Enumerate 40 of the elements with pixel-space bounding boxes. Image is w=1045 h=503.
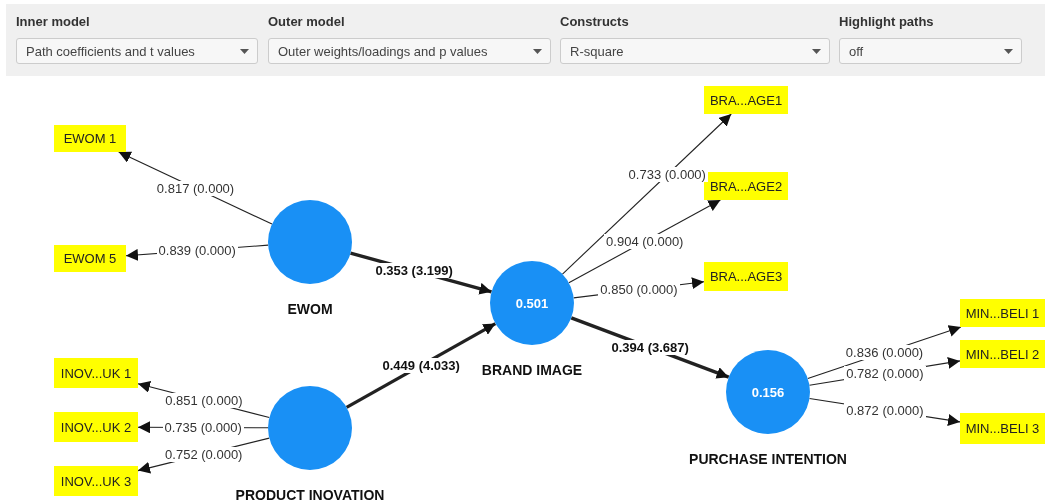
edge-label: 0.850 (0.000) bbox=[598, 282, 680, 298]
edge-label: 0.394 (3.687) bbox=[609, 340, 691, 355]
construct-name: PURCHASE INTENTION bbox=[689, 451, 847, 467]
edge-label: 0.782 (0.000) bbox=[844, 365, 926, 381]
edge-label: 0.904 (0.000) bbox=[604, 233, 686, 249]
dropdown-select: off bbox=[839, 38, 1022, 64]
dropdown-heading: Outer model bbox=[268, 14, 345, 29]
edge-label: 0.733 (0.000) bbox=[626, 167, 708, 183]
edge-label: 0.836 (0.000) bbox=[843, 345, 926, 361]
dropdown-select: Outer weights/loadings and p values bbox=[268, 38, 551, 64]
dropdown-select: R-square bbox=[560, 38, 830, 64]
edge-label: 0.817 (0.000) bbox=[154, 180, 237, 196]
r-square-value: 0.156 bbox=[751, 384, 785, 400]
indicator-box: EWOM 1 bbox=[54, 125, 126, 152]
indicator-box: BRA...AGE2 bbox=[704, 172, 788, 200]
dropdown-heading: Constructs bbox=[560, 14, 629, 29]
indicator-box: INOV...UK 2 bbox=[54, 412, 138, 442]
indicator-box: MIN...BELI 2 bbox=[960, 340, 1045, 368]
construct-name: EWOM bbox=[287, 301, 333, 317]
indicator-box: EWOM 5 bbox=[54, 245, 126, 272]
indicator-box: BRA...AGE1 bbox=[704, 86, 788, 114]
arrow bbox=[345, 322, 497, 409]
edge-label: 0.353 (3.199) bbox=[373, 263, 455, 279]
edge-label: 0.851 (0.000) bbox=[163, 393, 245, 409]
indicator-box: MIN...BELI 1 bbox=[960, 299, 1045, 327]
edge-label: 0.449 (4.033) bbox=[380, 358, 462, 373]
edge-label: 0.872 (0.000) bbox=[844, 402, 926, 418]
indicator-box: INOV...UK 3 bbox=[54, 466, 138, 496]
edge-label: 0.752 (0.000) bbox=[163, 446, 245, 462]
dropdown-heading: Inner model bbox=[16, 14, 90, 29]
r-square-value: 0.501 bbox=[515, 295, 549, 311]
dropdown-select: Path coefficients and t values bbox=[16, 38, 258, 64]
indicator-box: BRA...AGE3 bbox=[704, 262, 788, 291]
construct-name: BRAND IMAGE bbox=[481, 362, 583, 378]
indicator-box: INOV...UK 1 bbox=[54, 358, 138, 388]
dropdown-heading: Highlight paths bbox=[839, 14, 934, 29]
edge-label: 0.735 (0.000) bbox=[162, 420, 244, 435]
construct-name: PRODUCT INOVATION bbox=[235, 487, 385, 503]
arrow bbox=[561, 113, 732, 275]
indicator-box: MIN...BELI 3 bbox=[960, 413, 1045, 444]
